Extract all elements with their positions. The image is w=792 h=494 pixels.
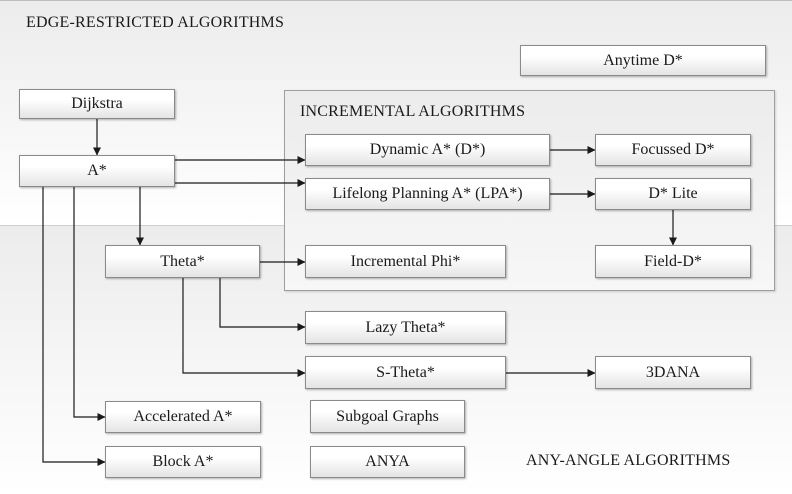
node-dynamic-a-star: Dynamic A* (D*) — [305, 134, 550, 166]
node-anya: ANYA — [310, 446, 465, 478]
edge-restricted-label: EDGE-RESTRICTED ALGORITHMS — [26, 14, 285, 31]
node-anytime-d-star: Anytime D* — [520, 45, 766, 76]
node-dijkstra: Dijkstra — [19, 89, 175, 119]
node-field-d-star: Field-D* — [595, 245, 751, 278]
node-lpa-star: Lifelong Planning A* (LPA*) — [305, 178, 550, 210]
edge-a-star-block-a-star — [42, 187, 106, 466]
node-d-star-lite: D* Lite — [595, 178, 751, 210]
node-3dana: 3DANA — [595, 356, 751, 389]
node-a-star: A* — [19, 155, 175, 187]
incremental-label: INCREMENTAL ALGORITHMS — [300, 103, 526, 120]
node-focussed-d-star: Focussed D* — [595, 134, 751, 166]
node-block-a-star: Block A* — [105, 446, 261, 478]
edge-a-star-accelerated-a-star — [73, 187, 106, 421]
node-lazy-theta-star: Lazy Theta* — [305, 311, 506, 344]
node-incremental-phi: Incremental Phi* — [305, 245, 506, 278]
any-angle-label: ANY-ANGLE ALGORITHMS — [526, 452, 731, 469]
node-s-theta-star: S-Theta* — [305, 356, 506, 389]
node-accelerated-a-star: Accelerated A* — [105, 401, 261, 433]
node-subgoal-graphs: Subgoal Graphs — [310, 400, 465, 433]
edge-theta-lazy-theta — [219, 278, 306, 331]
node-theta-star: Theta* — [105, 245, 260, 278]
edge-theta-s-theta — [182, 278, 306, 377]
